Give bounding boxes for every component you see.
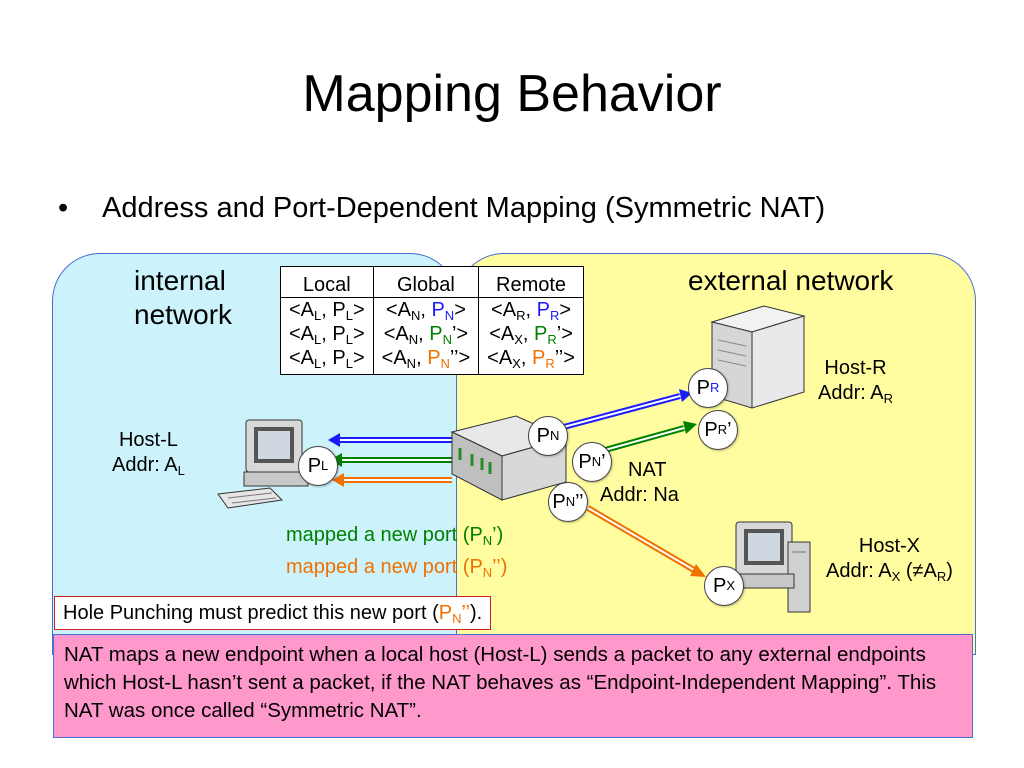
internal-label-line1: internal bbox=[134, 265, 226, 296]
external-network-label: external network bbox=[688, 265, 894, 296]
table-cell: <AX, PR’> bbox=[489, 323, 573, 347]
nat-label: NAT Addr: Na bbox=[600, 458, 679, 508]
host-x-label: Host-X Addr: AX (≠AR) bbox=[826, 534, 953, 584]
host-l-name: Host-L bbox=[118, 429, 178, 451]
arrow-external-blue bbox=[559, 389, 692, 431]
table-cell: <AL, PL> bbox=[289, 347, 365, 371]
mapping-table: Local Global Remote <AL, PL> <AL, PL> <A… bbox=[280, 266, 584, 375]
host-r-name: Host-R bbox=[824, 357, 887, 379]
nat-name: NAT bbox=[628, 459, 667, 481]
nat-addr: Addr: Na bbox=[600, 484, 679, 506]
table-cell: <AR, PR> bbox=[491, 299, 572, 323]
table-header-local: Local bbox=[280, 266, 374, 298]
table-header-global: Global bbox=[372, 266, 480, 298]
internal-network-label: internal network bbox=[134, 264, 232, 332]
host-l-computer-icon bbox=[217, 419, 309, 509]
table-cell: <AN, PN’’> bbox=[381, 347, 471, 371]
table-remote-column: <AR, PR> <AX, PR’> <AX, PR’’> bbox=[478, 297, 584, 375]
host-x-computer-icon bbox=[733, 521, 811, 613]
host-l-label: Host-L Addr: AL bbox=[112, 428, 185, 478]
arrow-internal-orange bbox=[332, 473, 452, 487]
table-cell: <AL, PL> bbox=[289, 323, 365, 347]
mapped-new-port-green: mapped a new port (PN’) bbox=[286, 524, 504, 548]
bullet-point: • Address and Port-Dependent Mapping (Sym… bbox=[58, 190, 825, 226]
slide-title: Mapping Behavior bbox=[302, 65, 722, 123]
host-x-name: Host-X bbox=[858, 535, 920, 557]
arrow-external-orange bbox=[586, 505, 706, 577]
table-cell: <AN, PN’> bbox=[383, 323, 469, 347]
hole-punching-note: Hole Punching must predict this new port… bbox=[54, 596, 492, 630]
table-local-column: <AL, PL> <AL, PL> <AL, PL> bbox=[280, 297, 374, 375]
bullet-text: Address and Port-Dependent Mapping (Symm… bbox=[102, 192, 826, 224]
table-global-column: <AN, PN> <AN, PN’> <AN, PN’’> bbox=[372, 297, 480, 375]
table-cell: <AX, PR’’> bbox=[487, 347, 575, 371]
table-header-row: Local Global Remote bbox=[280, 266, 584, 298]
host-x-addr: Addr: AX (≠AR) bbox=[826, 560, 953, 584]
host-r-label: Host-R Addr: AR bbox=[818, 356, 893, 406]
host-r-addr: Addr: AR bbox=[818, 382, 893, 406]
arrow-external-green bbox=[597, 421, 697, 455]
table-cell: <AN, PN> bbox=[385, 299, 466, 323]
description-box: NAT maps a new endpoint when a local hos… bbox=[53, 634, 973, 738]
table-body-row: <AL, PL> <AL, PL> <AL, PL> <AN, PN> <AN,… bbox=[280, 297, 584, 375]
table-header-remote: Remote bbox=[478, 266, 584, 298]
host-l-addr: Addr: AL bbox=[112, 454, 185, 478]
internal-label-line2: network bbox=[134, 299, 233, 330]
bullet-dot: • bbox=[58, 192, 69, 224]
mapped-new-port-orange: mapped a new port (PN’’) bbox=[286, 556, 508, 580]
table-cell: <AL, PL> bbox=[289, 299, 365, 323]
arrow-internal-green bbox=[330, 453, 452, 467]
host-r-server-icon bbox=[710, 305, 806, 409]
